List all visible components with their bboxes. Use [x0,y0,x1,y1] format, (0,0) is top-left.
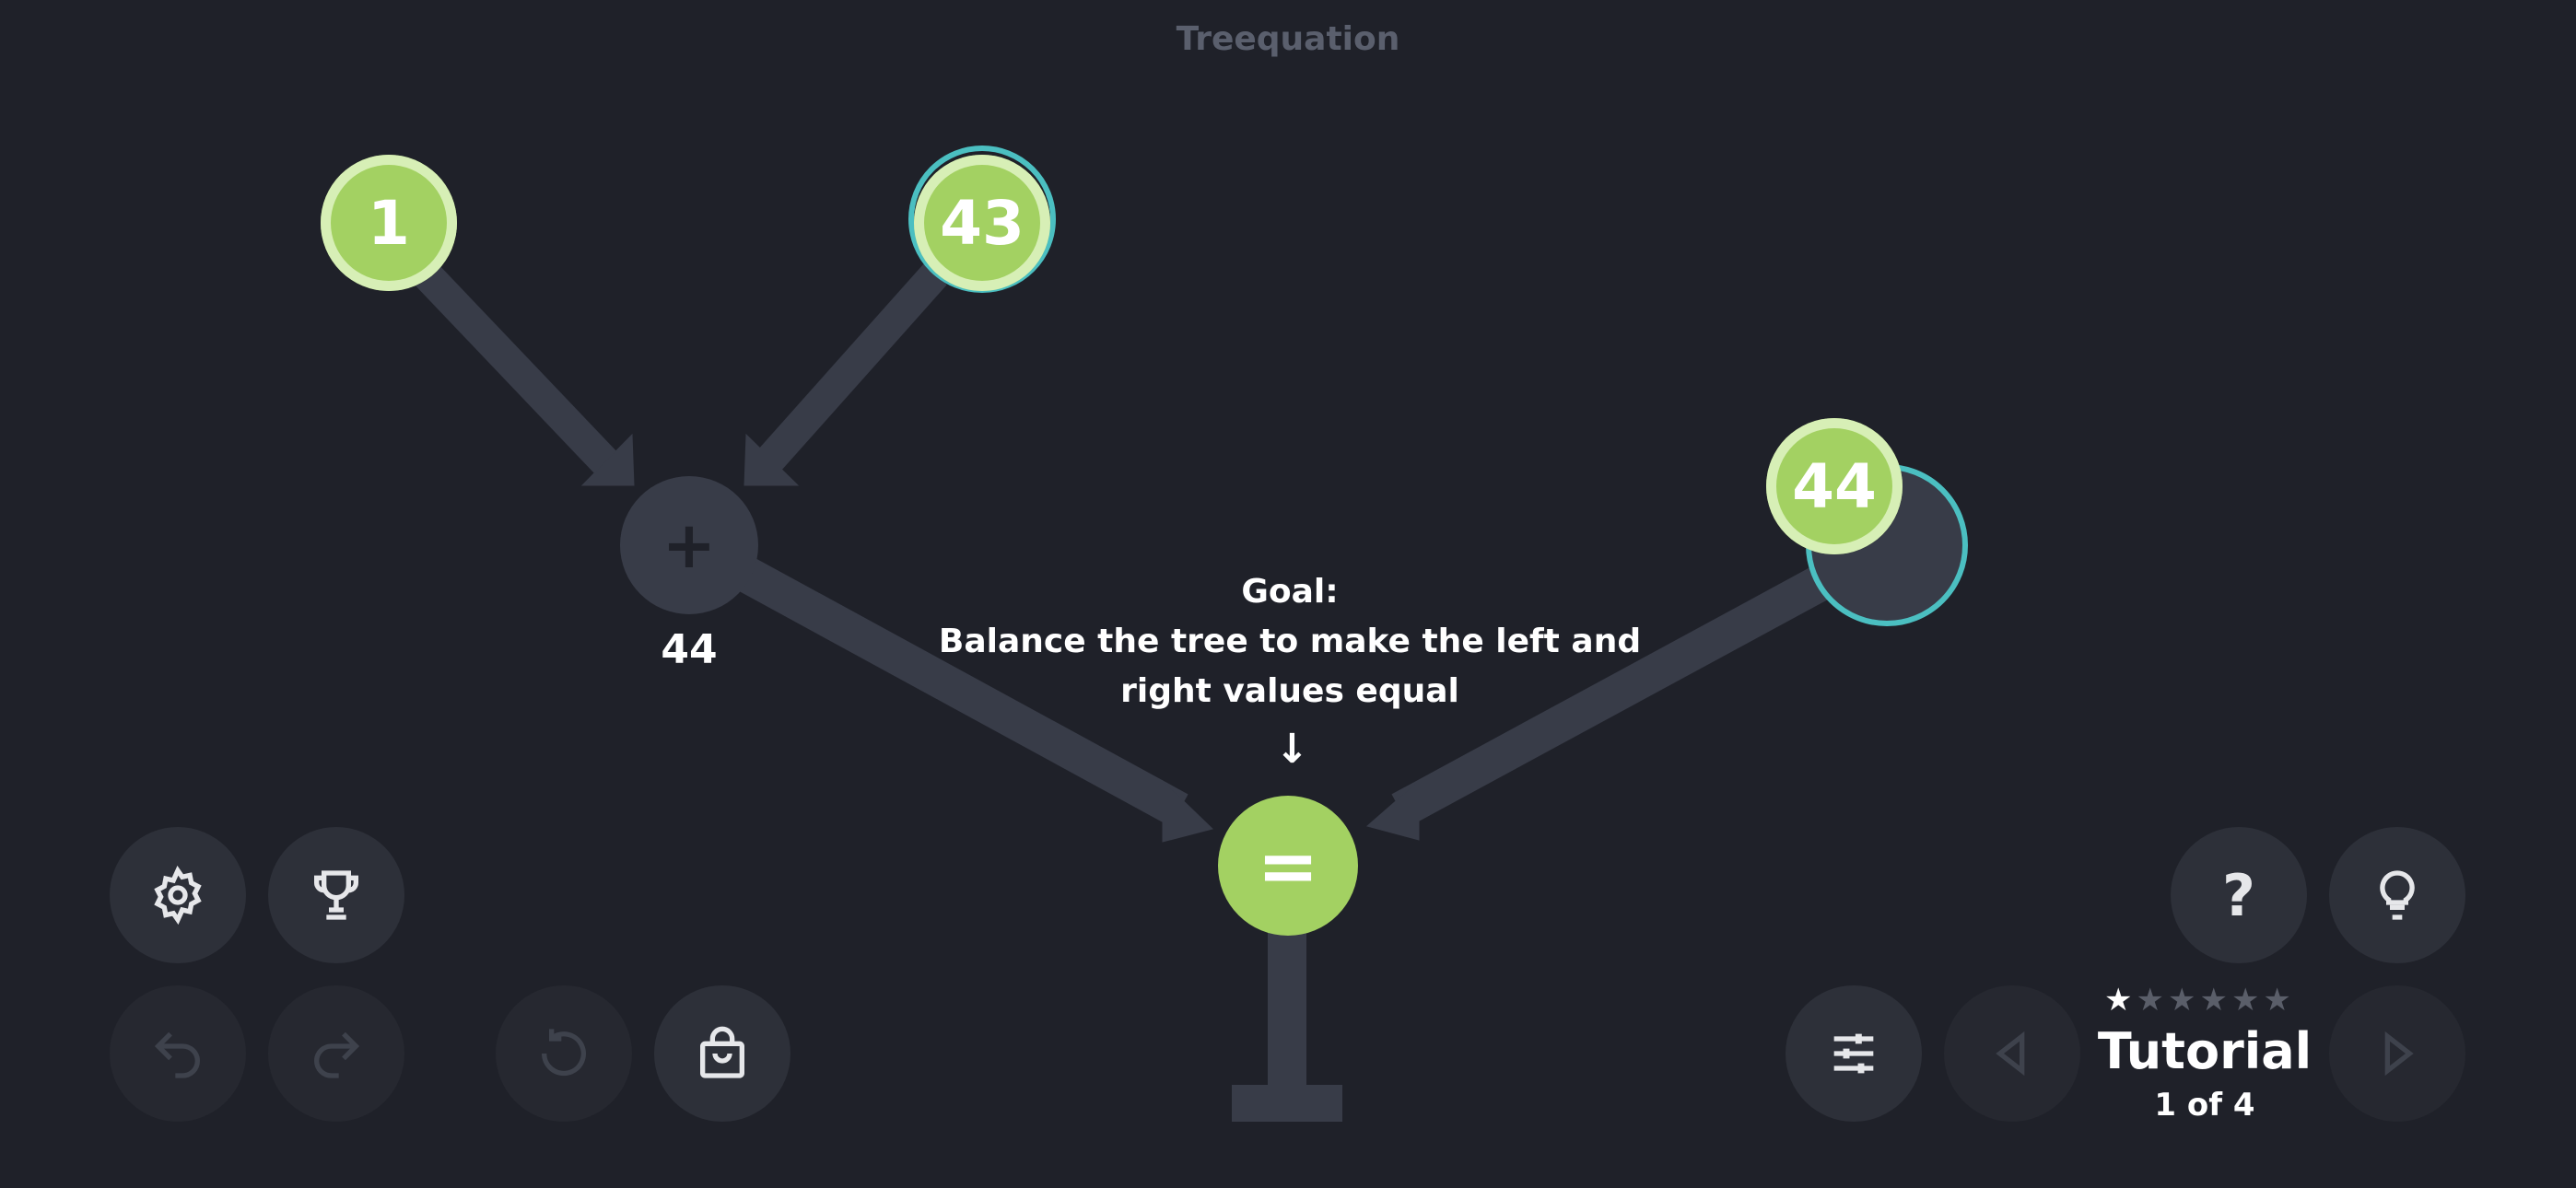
redo-button[interactable] [268,985,404,1122]
arrowhead-left-root [1162,779,1213,843]
star-icon: ★ [2104,982,2133,1019]
reset-button[interactable] [496,985,632,1122]
star-icon: ★ [2231,982,2260,1019]
dragged-number-value: 44 [1792,450,1877,522]
lightbulb-icon [2380,870,2415,920]
settings-button[interactable] [110,827,246,963]
goal-line-1: Balance the tree to make the left and [938,623,1642,660]
goal-heading: Goal: [1241,573,1339,611]
star-icon: ★ [2136,982,2164,1019]
next-level-icon [2384,1031,2414,1077]
dragged-number-node[interactable]: 44 [1766,418,1903,554]
hint-button[interactable] [2329,827,2465,963]
branch-right-to-root [1391,559,1843,827]
help-icon: ? [2222,861,2255,929]
settings-icon [154,866,202,925]
star-icon: ★ [2199,982,2228,1019]
arrowhead-right-leaf [744,433,800,486]
undo-button[interactable] [110,985,246,1122]
equals-icon: = [1257,822,1319,909]
help-button[interactable]: ? [2171,827,2307,963]
next-level-button[interactable] [2329,985,2465,1122]
redo-icon [314,1031,360,1078]
star-icon: ★ [2263,982,2291,1019]
leaf-node-left[interactable]: 1 [321,155,457,291]
branch-left-leaf [412,261,620,476]
arrowhead-left-leaf [580,433,635,486]
level-progress: 1 of 4 [2154,1087,2255,1124]
reset-icon [541,1029,586,1077]
branch-right-leaf [757,263,947,472]
equals-root-node: = [1218,796,1358,936]
star-icon: ★ [2167,982,2196,1019]
prev-level-icon [1996,1031,2025,1077]
plus-icon: + [662,507,717,583]
goal-instructions: Goal: Balance the tree to make the left … [921,567,1658,716]
prev-level-button[interactable] [1944,985,2080,1122]
trophy-icon [314,870,358,920]
app-title: Treequation [1176,20,1400,58]
level-stars: ★★★★★★ [2104,982,2307,1019]
goal-arrow-icon: ↓ [1275,726,1309,773]
plus-operator-node[interactable]: + [620,476,758,614]
trophy-button[interactable] [268,827,404,963]
operator-result-value: 44 [661,626,718,673]
undo-icon [154,1031,200,1078]
leaf-node-right[interactable]: 43 [914,155,1050,291]
level-name: Tutorial [2097,1022,2313,1080]
trunk-base [1232,1085,1342,1122]
arrowhead-right-root [1365,779,1420,841]
goal-line-2: right values equal [1120,672,1459,710]
branch-left-to-root [728,553,1188,827]
sliders-icon [1833,1033,1874,1074]
leaf-node-left-value: 1 [368,187,410,259]
shopping-bag-icon [700,1026,744,1078]
shop-button[interactable] [654,985,790,1122]
trunk [1268,930,1306,1096]
adjust-button[interactable] [1786,985,1922,1122]
leaf-node-right-value: 43 [940,187,1025,259]
